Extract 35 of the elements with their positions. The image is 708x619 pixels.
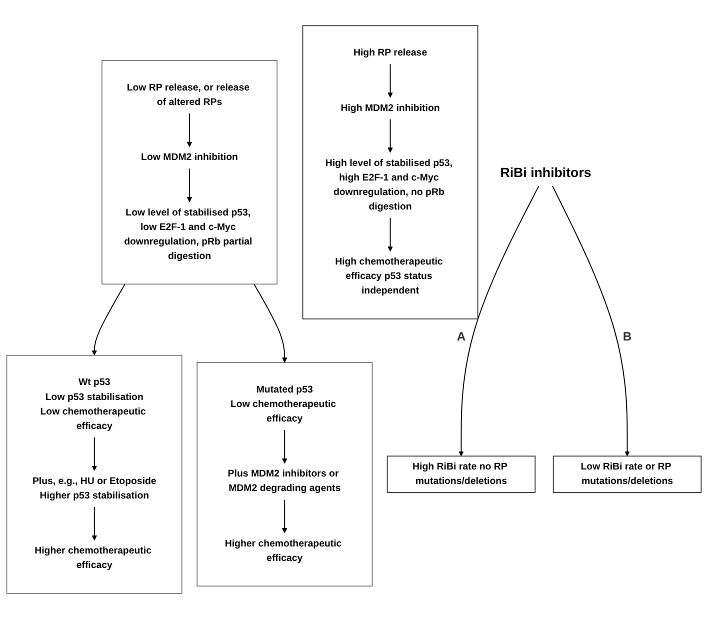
node-text: Low level of stabilised p53, low E2F-1 and c-Myc downregulation, pRb partial digestion [124, 207, 252, 262]
arrow [552, 185, 630, 456]
arrow [186, 113, 192, 148]
arrow [388, 64, 393, 98]
edge-label: B [622, 330, 632, 344]
cluster [102, 60, 278, 284]
node-box: Low RiBi rate or RP mutations/deletions [552, 456, 702, 493]
arrow [388, 118, 393, 153]
cluster [302, 25, 478, 320]
arrow [254, 284, 288, 363]
node-text: Mutated p53 Low chemotherapeutic efficacy [230, 384, 336, 424]
arrow [186, 168, 192, 202]
node-text: Wt p53 Low p53 stabilisation Low chemotherapeutic efficacy [40, 377, 146, 432]
cluster [6, 354, 182, 594]
node-text: Low RP release, or release of altered RPs [126, 82, 250, 108]
node-text: Plus MDM2 inhibitors or MDM2 degrading agents [228, 468, 341, 494]
node-text: High RP release [353, 48, 428, 58]
arrow [92, 284, 126, 356]
arrow [92, 436, 98, 471]
arrow [92, 506, 98, 541]
node-text: Higher chemotherapeutic efficacy [224, 538, 342, 564]
arrow [282, 499, 288, 534]
node-text: Plus, e.g., HU or Etoposide Higher p53 stabilisation [32, 476, 156, 501]
node-text: High chemotherapeutic efficacy p53 status independent [335, 256, 443, 296]
edge-label: A [456, 330, 466, 344]
arrow [458, 185, 540, 456]
node-text: Low MDM2 inhibition [141, 152, 238, 163]
node-text: High MDM2 inhibition [340, 102, 440, 114]
node-text: RiBi inhibitors [500, 164, 592, 180]
node-box: High RiBi rate no RP mutations/deletions [386, 456, 536, 493]
arrow [388, 218, 393, 252]
arrow [282, 430, 288, 464]
node-text: Higher chemotherapeutic efficacy [34, 546, 152, 571]
cluster [196, 362, 372, 586]
node-text: High level of stabilised p53, high E2F-1 and c-Myc downregulation, no pRb digestion [325, 158, 452, 212]
